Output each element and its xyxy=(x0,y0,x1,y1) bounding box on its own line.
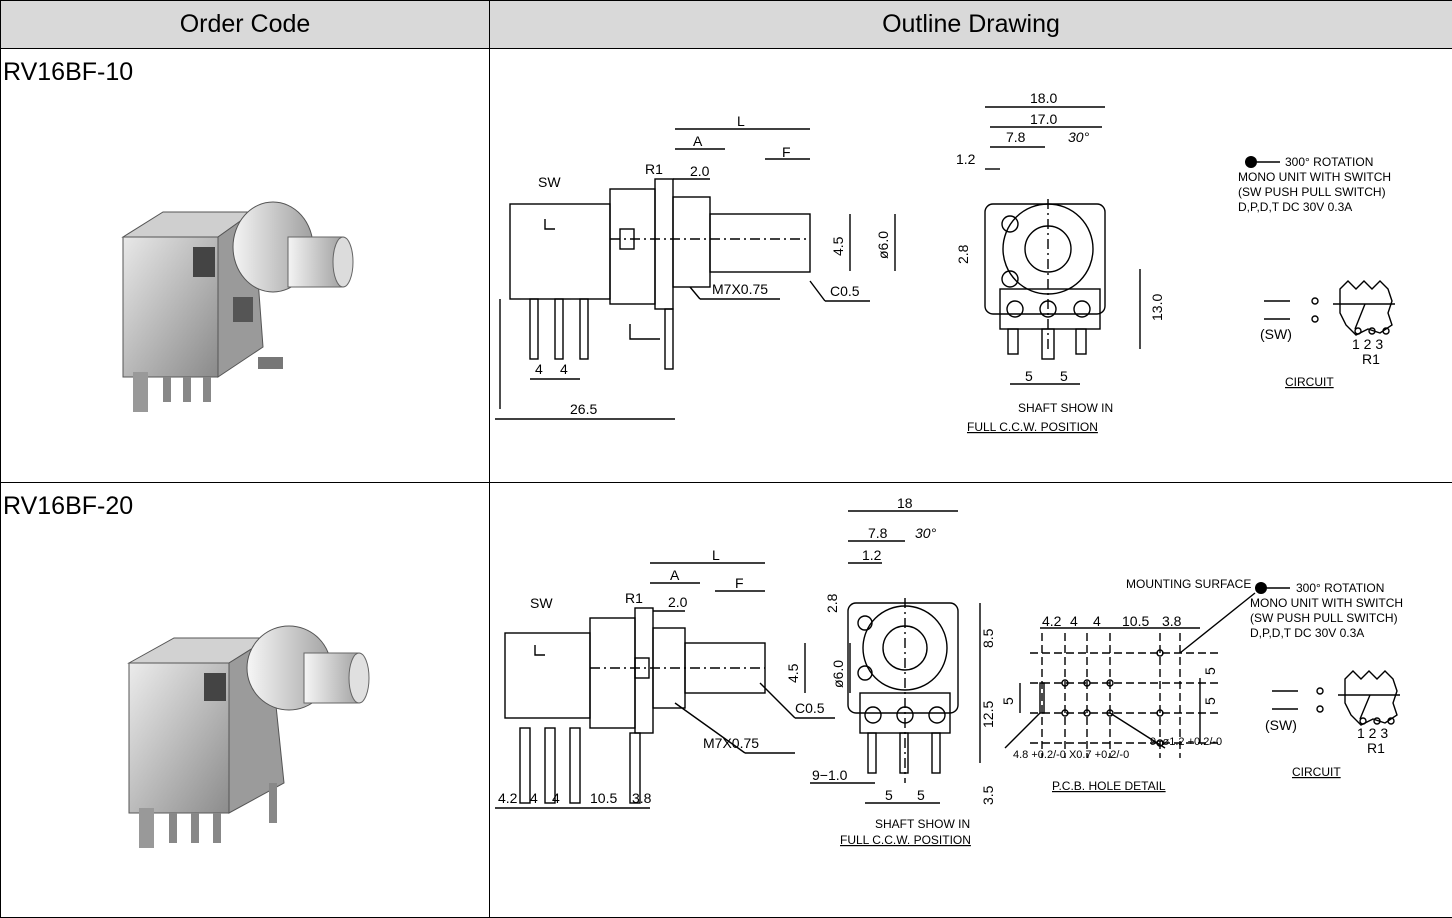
pcb-4b: 4 xyxy=(1093,613,1101,629)
pitch-3.8: 3.8 xyxy=(632,790,652,806)
hole-9-1.0: 9−1.0 xyxy=(812,767,848,783)
header-row: Order Code Outline Drawing xyxy=(1,1,1452,49)
dim-2.0: 2.0 xyxy=(690,163,710,179)
dim-8.5: 8.5 xyxy=(980,628,996,648)
label-sw-circuit: (SW) xyxy=(1265,717,1297,733)
pcb-4.2: 4.2 xyxy=(1042,613,1062,629)
product-photo xyxy=(113,177,373,437)
circuit-line-1: 300° ROTATION xyxy=(1285,155,1373,169)
dim-17.0: 17.0 xyxy=(1030,111,1057,127)
circuit-title: CIRCUIT xyxy=(1292,765,1341,779)
angle-30: 30° xyxy=(1068,129,1090,145)
pitch-5b: 5 xyxy=(917,787,925,803)
dim-2.8: 2.8 xyxy=(824,593,840,613)
pitch-5a: 5 xyxy=(885,787,893,803)
label-R1-circuit: R1 xyxy=(1362,351,1380,367)
pcb-v5c: 5 xyxy=(1202,697,1218,705)
dim-F: F xyxy=(782,144,791,160)
label-SW: SW xyxy=(538,174,561,190)
dim-13.0: 13.0 xyxy=(1149,294,1165,321)
pin-numbers: 1 2 3 xyxy=(1352,336,1383,352)
circuit-line-4: D,P,D,T DC 30V 0.3A xyxy=(1250,626,1364,640)
pcb-title: P.C.B. HOLE DETAIL xyxy=(1052,779,1166,793)
dim-7.8: 7.8 xyxy=(1006,129,1026,145)
dim-26.5: 26.5 xyxy=(570,401,597,417)
pitch-4a: 4 xyxy=(535,361,543,377)
pitch-4a: 4 xyxy=(530,790,538,806)
note-shaft-2: FULL C.C.W. POSITION xyxy=(840,833,971,847)
table-row: RV16BF-20 xyxy=(1,483,1452,918)
pcb-slot: 4.8 +0.2/-0 X0.7 +0.2/-0 xyxy=(1013,749,1129,761)
pitch-5a: 5 xyxy=(1025,368,1033,384)
circuit-line-1: 300° ROTATION xyxy=(1296,581,1384,595)
order-code: RV16BF-10 xyxy=(1,49,489,87)
dim-3.5: 3.5 xyxy=(980,785,996,805)
dim-12.5: 12.5 xyxy=(980,701,996,728)
dim-A: A xyxy=(670,567,680,583)
dim-L: L xyxy=(712,547,720,563)
pcb-hole: 9−ø1.2 +0.2/-0 xyxy=(1150,736,1222,748)
note-shaft-2: FULL C.C.W. POSITION xyxy=(967,420,1098,434)
chamfer-C0.5: C0.5 xyxy=(795,700,825,716)
label-SW: SW xyxy=(530,595,553,611)
label-R1: R1 xyxy=(645,161,663,177)
pitch-10.5: 10.5 xyxy=(590,790,617,806)
mounting-surface: MOUNTING SURFACE xyxy=(1126,577,1251,591)
dim-F: F xyxy=(735,575,744,591)
outline-drawing-cell: L A F R1 SW 2.0 4.5 ø6.0 M7X0.75 C0.5 4.… xyxy=(490,483,1452,918)
pcb-v5b: 5 xyxy=(1202,667,1218,675)
pin-numbers: 1 2 3 xyxy=(1357,725,1388,741)
dim-phi6.0: ø6.0 xyxy=(875,231,891,259)
dim-1.2: 1.2 xyxy=(956,151,976,167)
order-code: RV16BF-20 xyxy=(1,483,489,521)
dim-1.2: 1.2 xyxy=(862,547,882,563)
dim-7.8: 7.8 xyxy=(868,525,888,541)
dim-18: 18 xyxy=(897,495,913,511)
circuit-line-2: MONO UNIT WITH SWITCH xyxy=(1238,170,1391,184)
dim-18.0: 18.0 xyxy=(1030,90,1057,106)
thread-M7: M7X0.75 xyxy=(712,281,768,297)
circuit-line-4: D,P,D,T DC 30V 0.3A xyxy=(1238,200,1352,214)
pcb-10.5: 10.5 xyxy=(1122,613,1149,629)
angle-30: 30° xyxy=(915,525,937,541)
circuit-line-3: (SW PUSH PULL SWITCH) xyxy=(1238,185,1386,199)
circuit-line-3: (SW PUSH PULL SWITCH) xyxy=(1250,611,1398,625)
pcb-v5a: 5 xyxy=(1000,697,1016,705)
pitch-4b: 4 xyxy=(560,361,568,377)
label-R1: R1 xyxy=(625,590,643,606)
dim-4.5: 4.5 xyxy=(830,236,846,256)
pitch-4.2: 4.2 xyxy=(498,790,518,806)
dim-L: L xyxy=(737,113,745,129)
table-row: RV16BF-10 xyxy=(1,49,1452,483)
order-code-cell: RV16BF-20 xyxy=(1,483,490,918)
pitch-4b: 4 xyxy=(552,790,560,806)
label-R1-circuit: R1 xyxy=(1367,740,1385,756)
dim-2.0: 2.0 xyxy=(668,594,688,610)
circuit-title: CIRCUIT xyxy=(1285,375,1334,389)
dim-phi6.0: ø6.0 xyxy=(830,660,846,688)
header-outline-drawing: Outline Drawing xyxy=(490,1,1452,49)
circuit-line-2: MONO UNIT WITH SWITCH xyxy=(1250,596,1403,610)
pcb-4a: 4 xyxy=(1070,613,1078,629)
label-sw-circuit: (SW) xyxy=(1260,326,1292,342)
note-shaft-1: SHAFT SHOW IN xyxy=(875,817,970,831)
chamfer-C0.5: C0.5 xyxy=(830,283,860,299)
note-shaft-1: SHAFT SHOW IN xyxy=(1018,401,1113,415)
pitch-5b: 5 xyxy=(1060,368,1068,384)
outline-drawing-cell: L A F R1 SW 2.0 4.5 ø6.0 M7X0.75 C0.5 4 … xyxy=(490,49,1452,483)
dim-A: A xyxy=(693,133,703,149)
product-photo xyxy=(119,608,379,878)
dim-2.8: 2.8 xyxy=(955,244,971,264)
outline-drawing-2: L A F R1 SW 2.0 4.5 ø6.0 M7X0.75 C0.5 4.… xyxy=(490,483,1452,917)
header-order-code: Order Code xyxy=(1,1,490,49)
outline-drawing-1: L A F R1 SW 2.0 4.5 ø6.0 M7X0.75 C0.5 4 … xyxy=(490,49,1452,482)
pcb-3.8: 3.8 xyxy=(1162,613,1182,629)
order-code-cell: RV16BF-10 xyxy=(1,49,490,483)
thread-M7: M7X0.75 xyxy=(703,735,759,751)
dim-4.5: 4.5 xyxy=(785,663,801,683)
